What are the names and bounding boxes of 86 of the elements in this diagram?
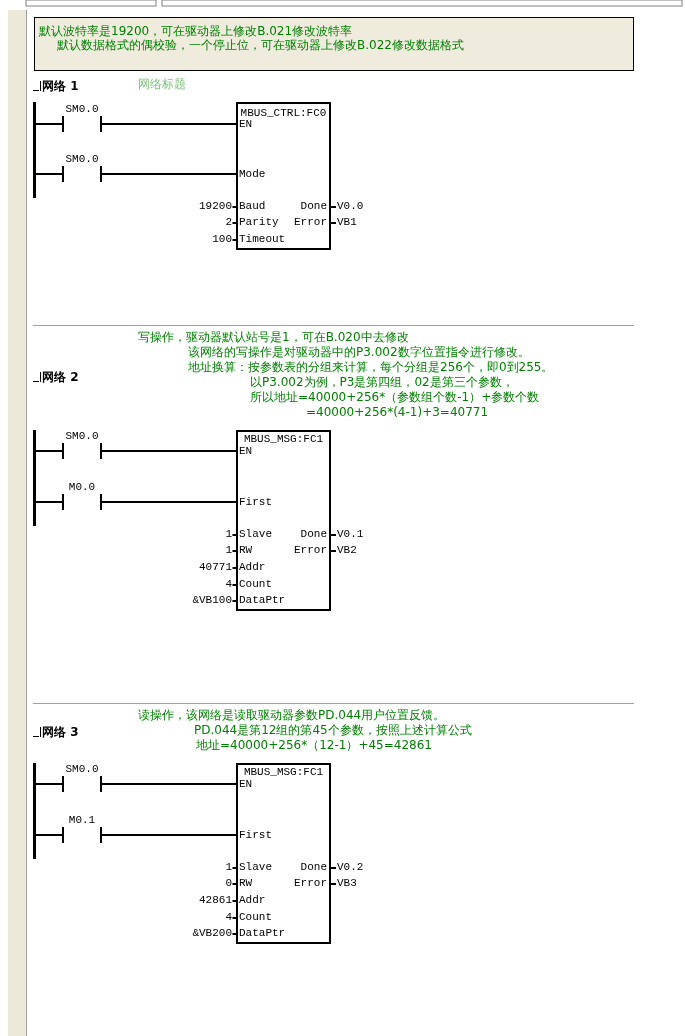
contact-address: SM0.0 — [64, 152, 100, 166]
ladder-wire — [101, 173, 237, 175]
contact-address: SM0.0 — [64, 762, 100, 776]
input-pin-label: Baud — [239, 199, 266, 213]
network-comment: 读操作，该网络是读取驱动器参数PD.044用户位置反馈。 — [138, 708, 446, 723]
network-heading: 网络 2 — [42, 370, 79, 385]
network-comment: 该网络的写操作是对驱动器中的P3.002数字位置指令进行修改。 — [188, 345, 530, 360]
power-rail — [33, 430, 36, 526]
network-comment: =40000+256*(4-1)+3=40771 — [306, 405, 489, 420]
block-title: MBUS_MSG:FC1 — [242, 432, 325, 446]
power-rail — [33, 763, 36, 859]
input-pin-label: Addr — [239, 560, 266, 574]
input-pin-label: Timeout — [239, 232, 286, 246]
input-pin-label: DataPtr — [239, 926, 286, 940]
input-pin-label: RW — [239, 543, 253, 557]
network-comment: 地址=40000+256*（12-1）+45=42861 — [196, 738, 432, 753]
network-comment: 以P3.002为例，P3是第四组，02是第三个参数， — [250, 375, 514, 390]
contact-address: SM0.0 — [64, 102, 100, 116]
power-rail — [33, 102, 36, 198]
output-address: VB2 — [337, 543, 357, 557]
input-pin-label: Parity — [239, 215, 279, 229]
input-pin-label: DataPtr — [239, 593, 286, 607]
input-value: 4 — [225, 577, 232, 591]
input-value: 2 — [225, 215, 232, 229]
comment-text: 默认波特率是19200，可在驱动器上修改B.021修改波特率 — [39, 24, 353, 39]
input-value: 100 — [212, 232, 232, 246]
input-pin-label: Slave — [239, 860, 272, 874]
contact-address: M0.1 — [67, 813, 97, 827]
ladder-wire — [35, 501, 63, 503]
block-title: MBUS_MSG:FC1 — [242, 765, 325, 779]
output-address: V0.1 — [337, 527, 364, 541]
ladder-wire — [35, 783, 63, 785]
input-pin-label: Count — [239, 577, 272, 591]
function-block — [236, 763, 331, 944]
input-pin-label: Mode — [239, 167, 266, 181]
function-block — [236, 102, 331, 250]
ladder-wire — [101, 450, 237, 452]
network-comment: 地址换算：按参数表的分组来计算，每个分组是256个，即0到255。 — [188, 360, 554, 375]
input-value: 1 — [225, 527, 232, 541]
input-value: 19200 — [199, 199, 232, 213]
output-address: V0.2 — [337, 860, 364, 874]
output-address: VB3 — [337, 876, 357, 890]
output-pin-label: Error — [294, 215, 327, 229]
input-pin-label: Slave — [239, 527, 272, 541]
contact-address: M0.0 — [67, 480, 97, 494]
input-value: 4 — [225, 910, 232, 924]
input-pin-label: First — [239, 495, 272, 509]
input-pin-label: EN — [239, 444, 253, 458]
input-value: 1 — [225, 860, 232, 874]
input-pin-label: EN — [239, 117, 253, 131]
output-address: VB1 — [337, 215, 357, 229]
network-heading: 网络 1 — [42, 79, 79, 94]
input-pin-label: EN — [239, 777, 253, 791]
ladder-wire — [101, 783, 237, 785]
input-value: &VB200 — [192, 926, 232, 940]
output-pin-label: Done — [300, 860, 327, 874]
output-pin-label: Done — [300, 527, 327, 541]
comment-box — [34, 17, 634, 71]
ladder-wire — [35, 834, 63, 836]
ladder-wire — [35, 450, 63, 452]
contact-address: SM0.0 — [64, 429, 100, 443]
input-pin-label: Count — [239, 910, 272, 924]
function-block — [236, 430, 331, 611]
network-comment: PD.044是第12组的第45个参数，按照上述计算公式 — [194, 723, 472, 738]
output-address: V0.0 — [337, 199, 364, 213]
block-title: MBUS_CTRL:FC0 — [239, 106, 328, 120]
ladder-wire — [101, 834, 237, 836]
output-pin-label: Error — [294, 876, 327, 890]
network-comment: 写操作，驱动器默认站号是1，可在B.020中去修改 — [138, 330, 409, 345]
ladder-wire — [101, 501, 237, 503]
input-value: &VB100 — [192, 593, 232, 607]
input-pin-label: Addr — [239, 893, 266, 907]
input-value: 40771 — [199, 560, 232, 574]
ladder-wire — [35, 123, 63, 125]
ladder-wire — [101, 123, 237, 125]
input-pin-label: RW — [239, 876, 253, 890]
input-value: 1 — [225, 543, 232, 557]
ladder-wire — [35, 173, 63, 175]
network-comment: 所以地址=40000+256*（参数组个数-1）+参数个数 — [250, 390, 540, 405]
comment-text: 默认数据格式的偶校验，一个停止位，可在驱动器上修改B.022修改数据格式 — [57, 38, 464, 53]
output-pin-label: Error — [294, 543, 327, 557]
input-value: 42861 — [199, 893, 232, 907]
output-pin-label: Done — [300, 199, 327, 213]
input-value: 0 — [225, 876, 232, 890]
network-heading: 网络 3 — [42, 725, 79, 740]
input-pin-label: First — [239, 828, 272, 842]
